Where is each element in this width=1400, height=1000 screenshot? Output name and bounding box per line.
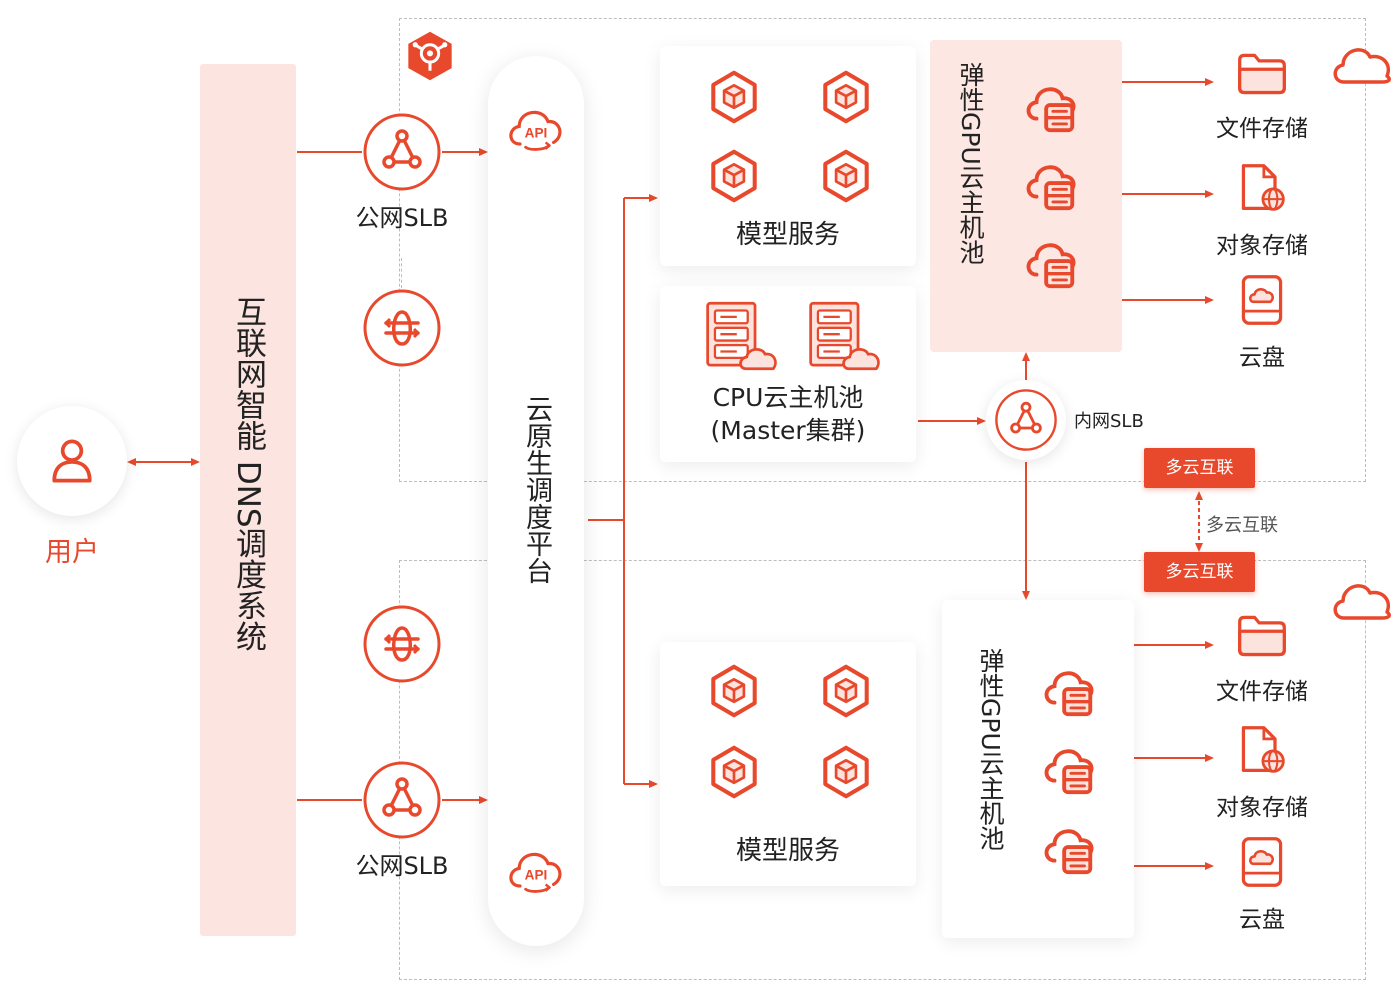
globe-icon [362, 288, 442, 368]
dns-system-label: 互联网智能 DNS调度系统 [230, 296, 266, 652]
api-cloud-icon [504, 846, 568, 894]
model-service-bottom-card: 模型服务 [660, 642, 916, 886]
gpu-server-cloud-icon [1022, 78, 1080, 136]
model-service-top-card: 模型服务 [660, 46, 916, 266]
slb-icon [994, 388, 1058, 452]
server-cloud-icon [807, 298, 889, 374]
object-storage-bottom-label: 对象存储 [1216, 795, 1308, 821]
object-file-icon [1236, 724, 1288, 776]
public-slb-bottom-label: 公网SLB [355, 852, 449, 880]
gpu-server-cloud-icon [1040, 820, 1098, 878]
public-slb-top-label: 公网SLB [355, 204, 449, 232]
file-storage-top-label: 文件存储 [1216, 116, 1308, 142]
model-cube-icon [707, 70, 761, 124]
model-cube-icon [819, 745, 873, 799]
object-file-icon [1236, 162, 1288, 214]
gpu-server-cloud-icon [1022, 234, 1080, 292]
model-cube-icon [819, 664, 873, 718]
file-storage-bottom-label: 文件存储 [1216, 679, 1308, 705]
user-node [17, 406, 127, 516]
gpu-server-cloud-icon [1040, 662, 1098, 720]
top-cloud-region [399, 18, 1366, 482]
multicloud-badge-top: 多云互联 [1144, 448, 1255, 488]
dns-system-panel [200, 64, 296, 936]
disk-top-label: 云盘 [1239, 345, 1285, 371]
model-service-top-label: 模型服务 [735, 220, 840, 250]
slb-icon [362, 760, 442, 840]
disk-bottom-label: 云盘 [1239, 907, 1285, 933]
hub-logo-icon [404, 30, 456, 82]
gpu-pool-bottom-card [942, 600, 1134, 938]
model-service-bottom-label: 模型服务 [735, 836, 840, 866]
cloud-icon [1330, 578, 1394, 622]
gpu-server-cloud-icon [1022, 156, 1080, 214]
api-cloud-icon [504, 104, 568, 152]
multicloud-link-label: 多云互联 [1206, 515, 1278, 536]
server-cloud-icon [704, 298, 786, 374]
cpu-pool-title: CPU云主机池 [712, 383, 864, 412]
model-cube-icon [707, 149, 761, 203]
slb-globe-dashed-link [401, 258, 402, 288]
intranet-slb-node [986, 380, 1066, 460]
folder-icon [1236, 50, 1288, 96]
model-cube-icon [707, 664, 761, 718]
user-label: 用户 [45, 537, 99, 568]
cloud-icon [1330, 42, 1394, 86]
slb-icon [362, 112, 442, 192]
model-cube-icon [819, 70, 873, 124]
user-icon [44, 433, 100, 489]
multicloud-badge-bottom: 多云互联 [1144, 552, 1255, 592]
disk-icon [1236, 274, 1288, 326]
cpu-pool-subtitle: (Master集群) [710, 416, 866, 445]
model-cube-icon [707, 745, 761, 799]
scheduler-label: 云原生调度平台 [521, 395, 552, 584]
intranet-slb-label: 内网SLB [1074, 411, 1144, 432]
model-cube-icon [819, 149, 873, 203]
scheduler-pillar [488, 56, 584, 946]
gpu-server-cloud-icon [1040, 740, 1098, 798]
object-storage-top-label: 对象存储 [1216, 233, 1308, 259]
gpu-pool-top-label: 弹性GPU云主机池 [956, 62, 985, 265]
gpu-pool-top-panel [930, 40, 1122, 352]
disk-icon [1236, 836, 1288, 888]
gpu-pool-bottom-label: 弹性GPU云主机池 [976, 648, 1005, 851]
cpu-pool-card: CPU云主机池 (Master集群) [660, 286, 916, 462]
globe-icon [362, 604, 442, 684]
folder-icon [1236, 612, 1288, 658]
